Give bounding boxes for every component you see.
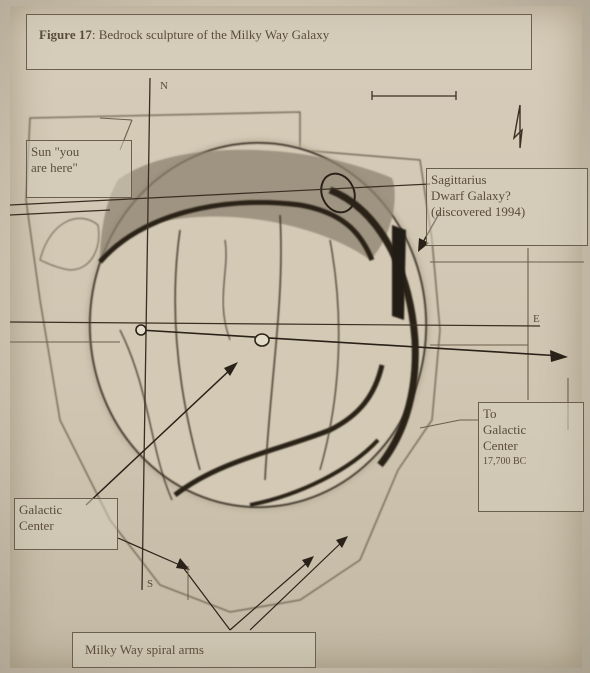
figure-title-text: : Bedrock sculpture of the Milky Way Gal…: [92, 27, 329, 42]
spiral-arms-text: Milky Way spiral arms: [85, 642, 204, 657]
figure-number: Figure 17: [39, 27, 92, 42]
north-arrow-icon: [514, 105, 522, 148]
sagittarius-label: Sagittarius Dwarf Galaxy? (discovered 19…: [426, 168, 588, 246]
sun-label-line1: Sun "you: [31, 144, 127, 160]
to-gc-line4: 17,700 BC: [483, 454, 579, 470]
arms-leader-mid: [230, 560, 310, 630]
compass-east: E: [533, 313, 540, 325]
spiral-arms-label: Milky Way spiral arms: [72, 632, 316, 668]
compass-north: N: [160, 80, 168, 92]
galactic-center-arrowhead: [550, 350, 568, 362]
gc-label-line2: Center: [19, 518, 113, 534]
arms-leader-left: [118, 538, 182, 566]
arms-leader-base: [182, 566, 230, 630]
boulder-left-edge: [40, 218, 99, 270]
galactic-center-marker: [255, 334, 269, 346]
to-gc-line2: Galactic: [483, 422, 579, 438]
grid-horizontal-top2: [10, 210, 110, 215]
to-gc-line1: To: [483, 406, 579, 422]
sun-leader-line-2: [100, 118, 132, 120]
sun-label: Sun "you are here": [26, 140, 132, 198]
gc-label-line1: Galactic: [19, 502, 113, 518]
to-gc-leader-line-2: [420, 420, 460, 428]
figure-title: Figure 17: Bedrock sculpture of the Milk…: [26, 14, 532, 70]
sun-marker: [136, 325, 146, 335]
sagittarius-label-line3: (discovered 1994): [431, 204, 583, 220]
compass-south: S: [147, 578, 153, 590]
galactic-center-label: Galactic Center: [14, 498, 118, 550]
sun-label-line2: are here": [31, 160, 127, 176]
sagittarius-label-line2: Dwarf Galaxy?: [431, 188, 583, 204]
to-gc-line3: Center: [483, 438, 579, 454]
to-galactic-center-label: To Galactic Center 17,700 BC: [478, 402, 584, 512]
sagittarius-label-line1: Sagittarius: [431, 172, 583, 188]
right-dark-slab: [392, 225, 406, 320]
arms-leader-right: [250, 540, 344, 630]
